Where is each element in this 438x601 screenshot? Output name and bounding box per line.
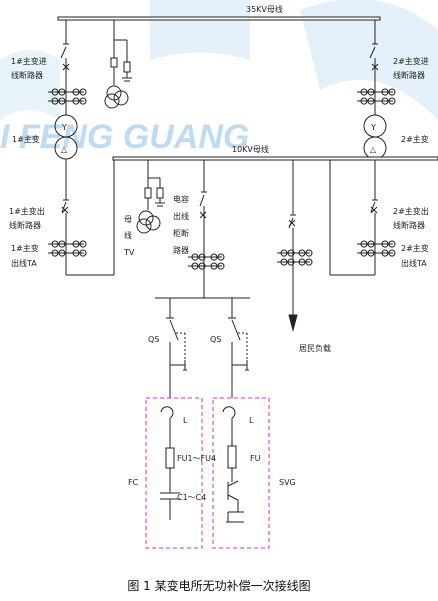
load-label: 居民负载 <box>299 343 331 353</box>
cap-breaker-label-3: 柜断 <box>173 228 189 238</box>
right-out-breaker-label-2: 线断路器 <box>393 220 425 230</box>
bus-10kv <box>112 156 438 161</box>
left-ta-lower <box>48 240 87 257</box>
right-ta-label-2: 出线TA <box>401 258 427 268</box>
left-ta-label-1: 1#主变 <box>11 243 39 253</box>
bus-10kv-label: 10KV母线 <box>232 144 269 154</box>
right-ta-upper <box>357 88 396 105</box>
watermark-text: I FENG GUANG <box>0 118 249 156</box>
svg-dashed-box <box>212 397 270 549</box>
right-out-breaker-label-1: 2#主变出 <box>393 206 429 216</box>
t2-delta-symbol: △ <box>370 145 377 154</box>
bus-tv-label-3: TV <box>123 248 135 257</box>
right-ta-lower <box>357 240 396 257</box>
svg-switch-label: QS <box>210 335 221 344</box>
fc-switch-label: QS <box>148 335 159 344</box>
right-breaker-label-1: 2#主变进 <box>393 56 429 66</box>
bus-35kv <box>57 16 381 21</box>
cap-breaker-label-4: 路器 <box>173 245 189 255</box>
svg-fuse-label: FU <box>250 454 261 463</box>
fc-name-label: FC <box>128 478 139 487</box>
right-ta-label-1: 2#主变 <box>401 243 429 253</box>
svg-name-label: SVG <box>279 478 296 487</box>
svg-reactor-label: L <box>249 416 254 425</box>
fc-fuse-label: FU1～FU4 <box>177 454 216 463</box>
left-breaker-label-1: 1#主变进 <box>11 56 47 66</box>
bus-tv <box>136 160 165 234</box>
bus-35kv-label: 35KV母线 <box>246 4 283 14</box>
pt-35kv <box>104 20 132 109</box>
fc-dashed-box <box>145 397 203 549</box>
left-ta-label-2: 出线TA <box>11 258 37 268</box>
fc-reactor-label: L <box>183 416 188 425</box>
t1-winding-symbol: Y <box>61 123 67 132</box>
fc-capacitor-label: C1～C4 <box>177 493 206 502</box>
t2-winding-symbol: Y <box>370 123 376 132</box>
left-ta-upper <box>48 88 87 105</box>
t1-delta-symbol: △ <box>61 145 68 154</box>
left-out-breaker-label-1: 1#主变出 <box>9 206 45 216</box>
cap-breaker-label-1: 电容 <box>173 194 189 204</box>
load-feeder <box>277 160 313 332</box>
right-transformer-label: 2#主变 <box>401 134 429 144</box>
left-out-breaker-label-2: 线断路器 <box>9 220 41 230</box>
svg-branch <box>222 298 249 523</box>
left-breaker-label-2: 线断路器 <box>11 70 43 80</box>
left-transformer-label: 1#主变 <box>12 134 40 144</box>
right-breaker-label-2: 线断路器 <box>393 70 425 80</box>
figure-caption: 图 1 某变电所无功补偿一次接线图 <box>127 578 310 593</box>
fc-branch <box>160 298 187 520</box>
cap-breaker-label-2: 出线 <box>173 211 189 221</box>
capacitor-breaker <box>188 160 225 298</box>
bus-tv-label-1: 母 <box>124 215 132 224</box>
bus-tv-label-2: 线 <box>124 230 132 240</box>
watermark: I FENG GUANG <box>0 0 438 156</box>
